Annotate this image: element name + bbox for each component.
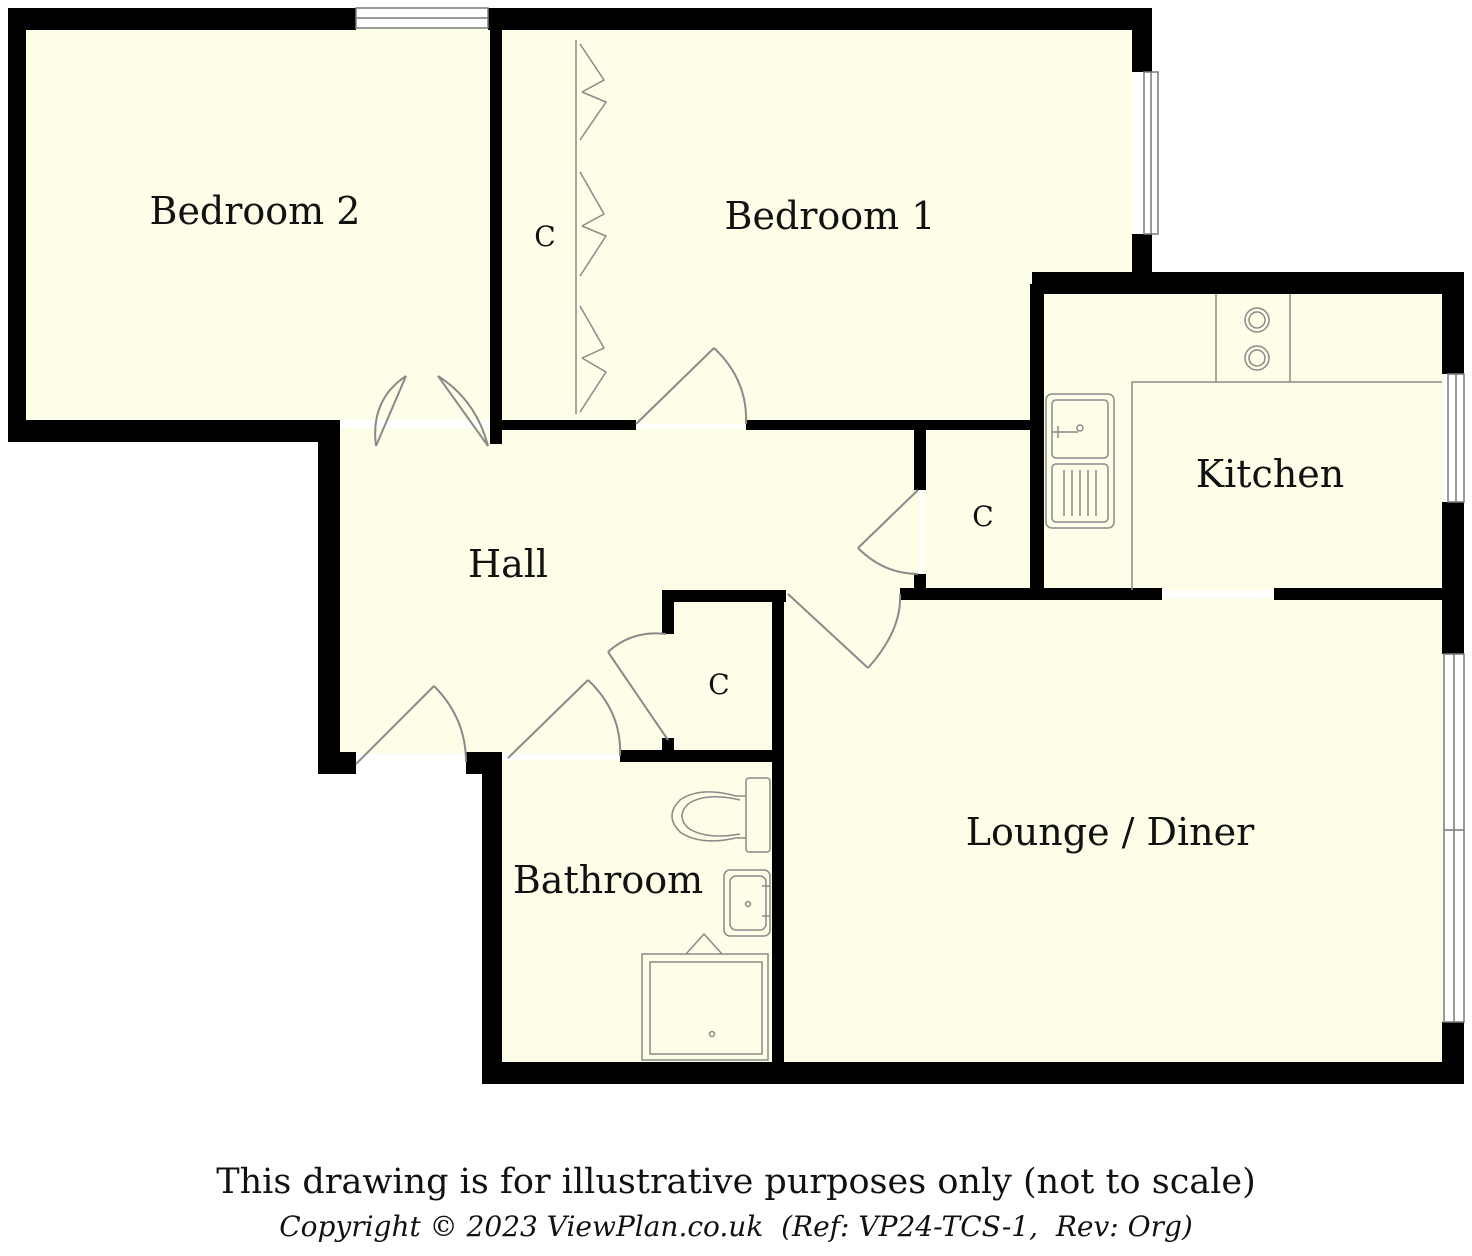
bathroom-floor [500, 760, 776, 1062]
hob-icon [1244, 307, 1270, 371]
wall-kitchen-left [1030, 284, 1044, 590]
wall-bottom-bedroom-2 [8, 420, 340, 442]
wall-hall-cupboard-right [772, 590, 784, 1084]
door-front [355, 685, 467, 765]
door-cupboard-kitchen [857, 489, 919, 575]
door-bedroom-2 [374, 375, 489, 447]
wall-bottom [482, 1062, 1464, 1084]
room-labels: Bedroom 2 Bedroom 1 C Hall C Kitchen C B… [150, 189, 1345, 902]
toilet-icon [671, 777, 771, 853]
disclaimer-text: This drawing is for illustrative purpose… [216, 1162, 1256, 1202]
lounge-floor [780, 598, 1444, 1062]
wardrobe-doors-icon [575, 40, 608, 414]
wall-kitchen-bottom-right [1274, 588, 1464, 600]
floor-areas [24, 28, 1444, 1062]
basin-icon [723, 869, 771, 937]
wall-bathroom-left [482, 752, 502, 1084]
sink-icon [1045, 393, 1115, 529]
wall-hall-cupboard-left-bot [662, 738, 674, 752]
wall-cupboard-left-top [914, 424, 926, 490]
wall-hall-cupboard-bottom [620, 750, 780, 762]
bedroom-1-floor [500, 28, 1132, 424]
wall-kitchen-right-top [1442, 272, 1464, 374]
wall-top-left [8, 8, 356, 30]
door-cupboard-hall [607, 632, 669, 741]
bedroom-2-floor [24, 28, 492, 420]
wall-top-mid [488, 8, 1152, 30]
door-bedroom-1 [635, 347, 748, 425]
label-cupboard-hall: C [708, 668, 729, 701]
label-kitchen: Kitchen [1196, 452, 1345, 496]
label-cupboard-bedroom-1: C [534, 220, 555, 253]
wall-left-hall [318, 440, 340, 774]
door-bathroom [507, 679, 622, 759]
wall-cupboard-left-bot [914, 574, 926, 592]
wall-right-bedroom-1-top [1132, 8, 1152, 72]
doors [355, 347, 919, 765]
wall-kitchen-top [1032, 272, 1464, 294]
label-lounge-diner: Lounge / Diner [966, 810, 1255, 854]
copyright-text: Copyright © 2023 ViewPlan.co.uk (Ref: VP… [279, 1210, 1193, 1243]
cupboard-kitchen-floor [924, 430, 1032, 590]
wall-bedroom-1-bottom-right [746, 420, 1036, 430]
door-lounge [787, 593, 902, 669]
wall-bedroom-1-bottom-left [500, 420, 636, 430]
cupboard-hall-floor [666, 600, 774, 752]
wall-hall-cupboard-left [662, 590, 674, 634]
wall-hall-cupboard-top [662, 590, 786, 602]
wall-partition-bed2-bed1 [490, 24, 502, 444]
kitchen-units [1131, 294, 1442, 590]
windows [355, 7, 1465, 1023]
label-cupboard-kitchen: C [972, 500, 993, 533]
label-bedroom-2: Bedroom 2 [150, 189, 361, 233]
label-bedroom-1: Bedroom 1 [725, 194, 936, 238]
wall-kitchen-bottom-left [900, 588, 1162, 600]
kitchen-floor [1042, 292, 1444, 590]
wall-bedroom-2-stub [320, 420, 340, 442]
hall-floor-ext [480, 428, 920, 598]
wall-left-bedroom-2 [8, 8, 26, 442]
shower-tray-icon [641, 932, 769, 1061]
walls [8, 8, 1464, 1084]
label-bathroom: Bathroom [513, 858, 703, 902]
wall-hall-bottom-left [318, 752, 356, 774]
label-hall: Hall [468, 542, 548, 586]
wall-kitchen-right-bot [1442, 502, 1464, 654]
